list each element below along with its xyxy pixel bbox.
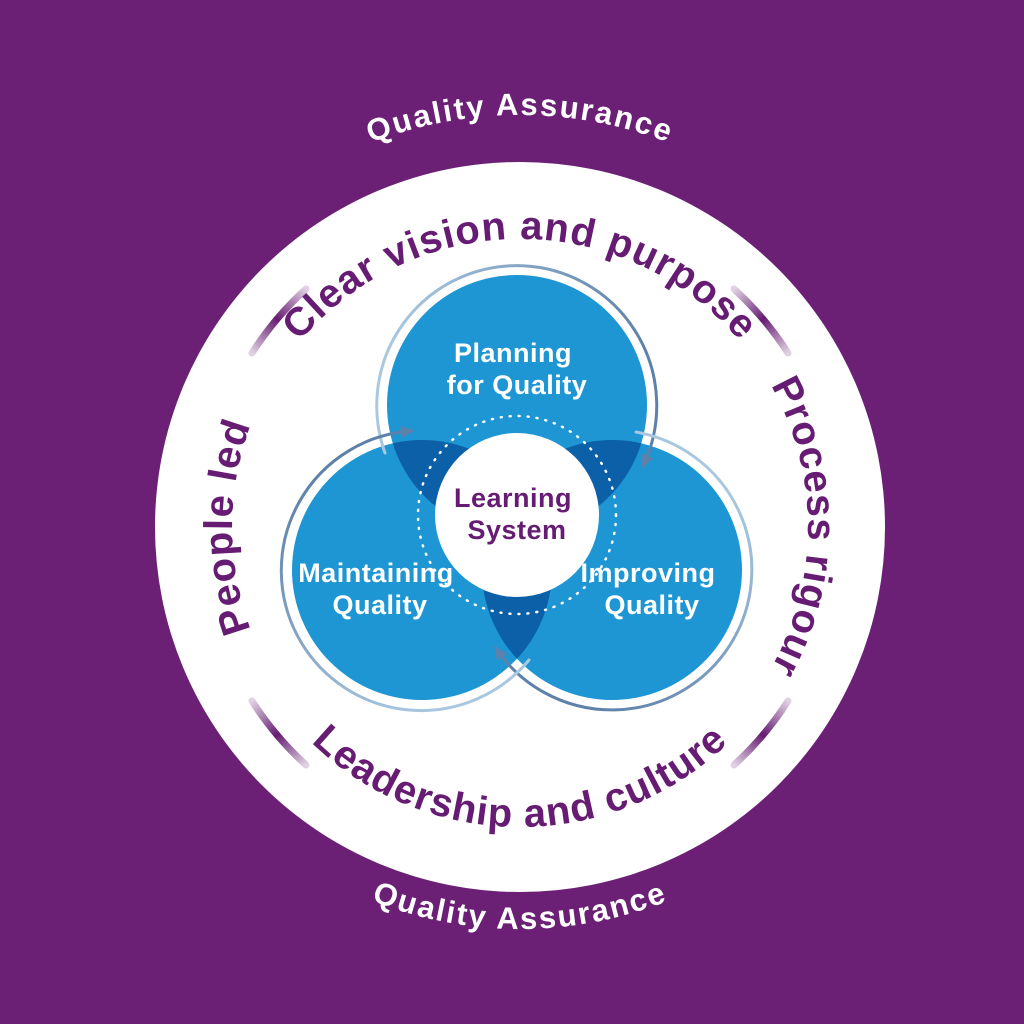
maintaining-circle-label: Maintaining Quality: [298, 558, 462, 620]
ring-arc-top-right: [730, 285, 792, 357]
arrow-planning-to-improving: [375, 264, 659, 469]
circle-cluster: Planning for Quality Maintaining Quality…: [279, 264, 754, 712]
dotted-cycle-circle: [416, 414, 618, 616]
arrow-improving-to-maintaining: [494, 430, 754, 712]
connector-arcs: [248, 285, 792, 769]
improving-line1: Improving: [580, 558, 715, 588]
planning-line1: Planning: [454, 338, 572, 368]
ring-arc-top-left: [248, 285, 310, 357]
ring-arc-bottom-right: [730, 697, 792, 769]
learning-line2: System: [467, 515, 566, 545]
planning-circle-label: Planning for Quality: [447, 338, 588, 400]
learning-system-circle: [435, 433, 599, 597]
improving-line2: Quality: [604, 590, 699, 620]
cycle-arrows: [279, 264, 754, 712]
learning-system-label: Learning System: [454, 483, 580, 545]
arrow-maintaining-to-planning: [279, 425, 531, 712]
maintaining-line1: Maintaining: [298, 558, 454, 588]
learning-line1: Learning: [454, 483, 572, 513]
planning-line2: for Quality: [447, 370, 588, 400]
maintaining-line2: Quality: [332, 590, 427, 620]
ring-arc-bottom-left: [248, 697, 310, 769]
improving-circle-label: Improving Quality: [580, 558, 723, 620]
